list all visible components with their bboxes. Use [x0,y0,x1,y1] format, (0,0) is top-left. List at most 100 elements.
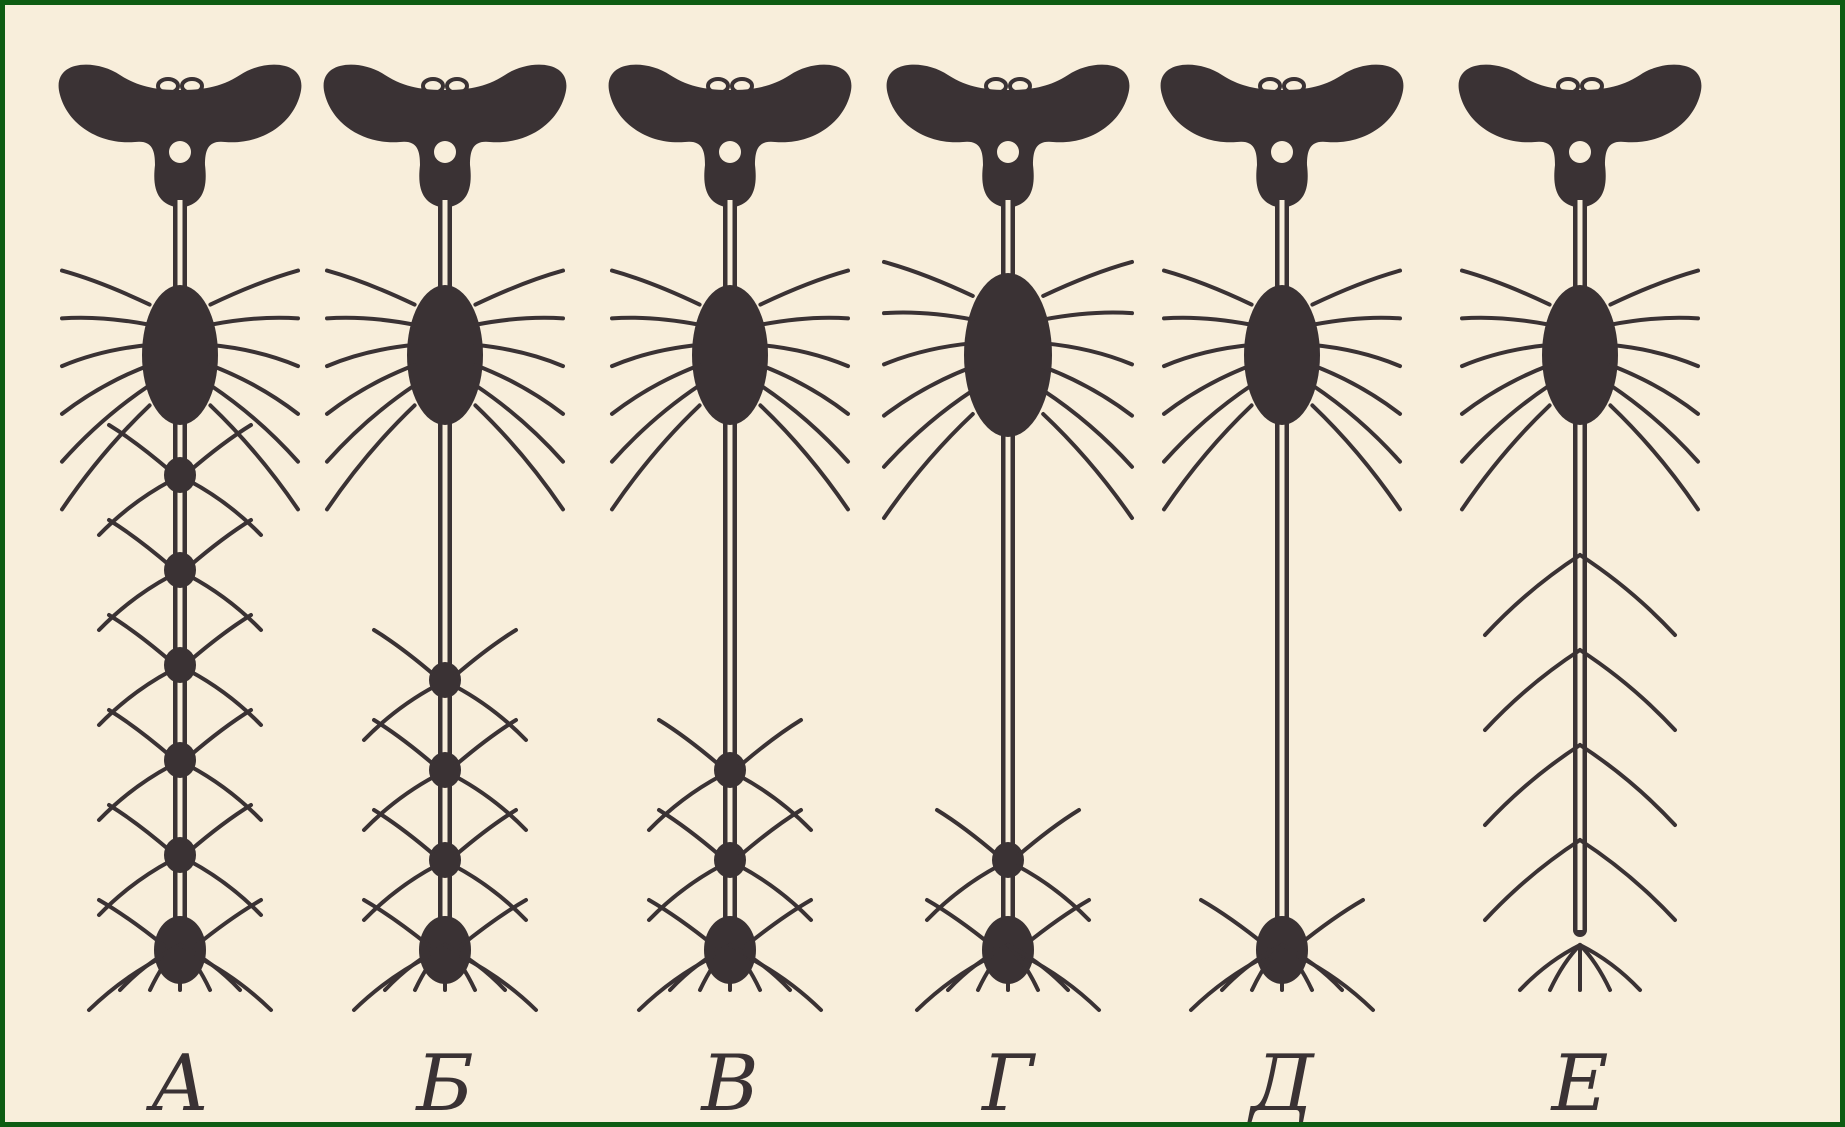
nerve-branch [1580,650,1675,730]
thoracic-nerve [475,365,563,414]
thoracic-nerve [760,345,848,366]
nerve-branch [740,810,801,856]
brain-ganglion [887,65,1130,208]
thoracic-nerve [1312,365,1400,414]
thoracic-ganglion [1542,285,1618,425]
nerve-branch [659,720,720,766]
thoracic-nerve [1164,345,1252,366]
thoracic-ganglion [142,285,218,425]
nerve-branch [455,776,526,830]
nerve-branch [455,866,526,920]
thoracic-nerve [760,365,848,414]
panel-5: Д [1161,65,1404,1122]
nerve-branch [649,900,714,946]
thoracic-nerve [1164,365,1252,414]
ganglion [164,647,196,683]
nerve-branch [1485,650,1580,730]
panel-2: Б [324,65,567,1122]
panel-1: А [59,65,302,1122]
thoracic-nerve [1043,313,1132,320]
brain-ganglion [1161,65,1404,208]
panel-4: Г [884,65,1132,1122]
thoracic-nerve [884,313,973,320]
thoracic-nerve [210,271,298,305]
nerve-branch [109,520,170,566]
ganglion [429,842,461,878]
nerve-branch [927,866,998,920]
nerve-branch [109,805,170,851]
thoracic-nerve [1312,318,1400,325]
nerve-branch [455,630,516,676]
ganglion [164,837,196,873]
nerve-branch [364,686,435,740]
nerve-branch [109,615,170,661]
thoracic-nerve [1164,271,1252,305]
nerve-branch [937,810,998,856]
thoracic-nerve [475,345,563,366]
thoracic-nerve [884,262,973,296]
thoracic-nerve [884,414,973,518]
thoracic-nerve [1462,365,1550,414]
thoracic-nerve [760,318,848,325]
thoracic-nerve [210,365,298,414]
ganglion [992,842,1024,878]
nerve-branch [190,520,251,566]
ganglion [714,752,746,788]
nerve-branch [364,776,435,830]
thoracic-ganglion [964,273,1052,437]
panel-3: В [609,65,852,1122]
nerve-branch [1580,840,1675,920]
nerve-branch [1201,900,1266,946]
thoracic-nerve [1164,318,1252,325]
nerve-branch [190,710,251,756]
thoracic-ganglion [407,285,483,425]
nerve-branch [1018,810,1079,856]
thoracic-nerve [475,318,563,325]
nerve-branch [740,720,801,766]
ganglion [164,742,196,778]
nerve-branch [190,671,261,725]
nerve-branch [1580,745,1675,825]
thoracic-nerve [612,271,700,305]
brain-ganglion [59,65,302,208]
thoracic-nerve [62,345,150,366]
nerve-branch [99,576,170,630]
nerve-branch [455,810,516,856]
thoracic-nerve [612,318,700,325]
thoracic-nerve [1043,414,1132,518]
panel-label: Д [1247,1039,1315,1122]
thoracic-nerve [884,343,973,364]
thoracic-nerve [1043,343,1132,364]
thoracic-nerve [612,365,700,414]
esophageal-opening [169,141,191,163]
thoracic-nerve [327,365,415,414]
nerve-branch [740,776,811,830]
esophageal-opening [434,141,456,163]
esophageal-opening [1271,141,1293,163]
thoracic-nerve [1043,367,1132,416]
thoracic-nerve [760,271,848,305]
nerve-branch [927,900,992,946]
thoracic-ganglion [1244,285,1320,425]
esophageal-opening [997,141,1019,163]
thoracic-nerve [62,318,150,325]
thoracic-nerve [210,318,298,325]
nerve-branch [1298,900,1363,946]
nerve-branch [1024,900,1089,946]
thoracic-ganglion [692,285,768,425]
nerve-branch [364,900,429,946]
nerve-branch [99,900,164,946]
thoracic-nerve [475,271,563,305]
nerve-branch [1485,840,1580,920]
thoracic-nerve [884,367,973,416]
thoracic-nerve [1610,318,1698,325]
nerve-branch [190,481,261,535]
thoracic-nerve [62,365,150,414]
nerve-branch [190,615,251,661]
thoracic-nerve [612,345,700,366]
brain-ganglion [324,65,567,208]
nerve-branch [190,805,251,851]
nerve-branch [99,766,170,820]
nerve-branch [190,425,251,471]
